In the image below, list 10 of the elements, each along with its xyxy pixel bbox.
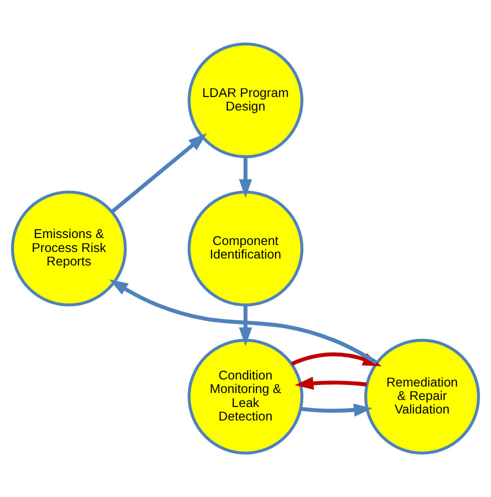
node-circle: Component Identification xyxy=(188,190,304,306)
arrow xyxy=(109,279,378,364)
arrow xyxy=(238,157,252,198)
node-circle: Condition Monitoring & Leak Detection xyxy=(188,338,304,455)
arrow xyxy=(238,305,252,346)
arrow xyxy=(110,133,207,214)
arrow xyxy=(300,404,373,417)
arrow xyxy=(294,376,367,390)
node-circle: Remediation & Repair Validation xyxy=(364,338,480,455)
node-circle: Emissions & Process Risk Reports xyxy=(11,190,127,306)
